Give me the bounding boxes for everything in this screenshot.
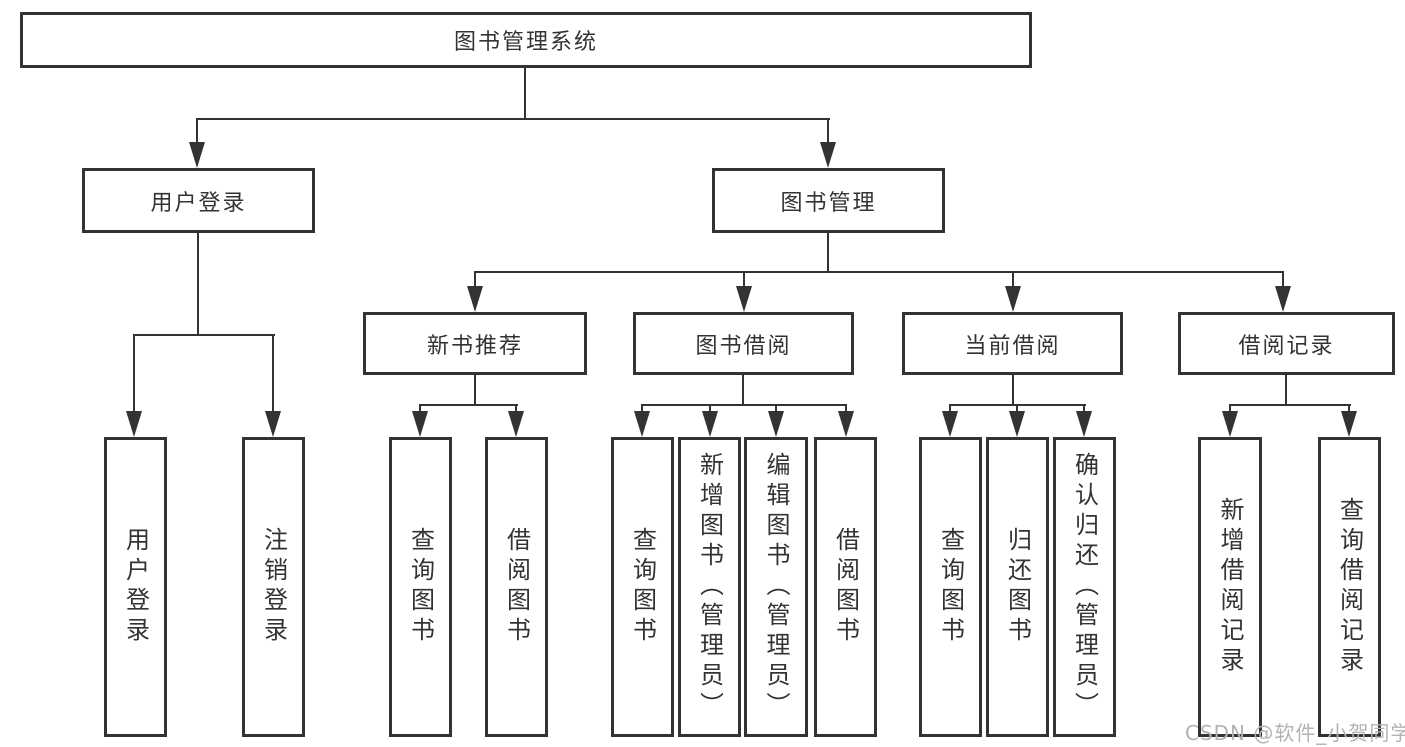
leaf-edit-books-admin-label: 编辑图书（管理员） xyxy=(762,452,790,722)
leaf-user-login-label: 用户登录 xyxy=(121,527,150,647)
node-current-borrow: 当前借阅 xyxy=(902,312,1123,375)
connector-mgmt-drop-3 xyxy=(1012,271,1014,289)
connector-root-drop-right xyxy=(827,118,829,146)
arrow-down-icon xyxy=(838,411,854,437)
arrow-down-icon xyxy=(1341,411,1357,437)
connector-borrow-stem xyxy=(742,375,744,406)
connector-login-drop-1 xyxy=(133,334,135,414)
arrow-down-icon xyxy=(942,411,958,437)
arrow-down-icon xyxy=(265,411,281,437)
connector-borrow-drop-4 xyxy=(845,404,847,416)
connector-login-stem xyxy=(197,233,199,336)
leaf-query-books-borrow-label: 查询图书 xyxy=(628,527,657,647)
connector-borrow-drop-3 xyxy=(775,404,777,416)
connector-recommend-drop-1 xyxy=(419,404,421,416)
leaf-user-login: 用户登录 xyxy=(104,437,167,737)
node-book-management: 图书管理 xyxy=(712,168,945,233)
connector-mgmt-drop-4 xyxy=(1282,271,1284,289)
connector-mgmt-stem xyxy=(827,233,829,273)
connector-borrow-drop-1 xyxy=(641,404,643,416)
leaf-borrow-books-recommend: 借阅图书 xyxy=(485,437,548,737)
arrow-down-icon xyxy=(1076,411,1092,437)
arrow-down-icon xyxy=(1009,411,1025,437)
connector-root-drop-left xyxy=(196,118,198,146)
connector-mgmt-rail xyxy=(474,271,1284,273)
leaf-add-borrow-record: 新增借阅记录 xyxy=(1198,437,1262,737)
leaf-query-books-recommend-label: 查询图书 xyxy=(406,527,435,647)
arrow-down-icon xyxy=(820,142,836,168)
node-borrow-records: 借阅记录 xyxy=(1178,312,1395,375)
leaf-add-borrow-record-label: 新增借阅记录 xyxy=(1216,497,1244,677)
connector-mgmt-drop-2 xyxy=(743,271,745,289)
leaf-add-books-admin-label: 新增图书（管理员） xyxy=(695,452,724,722)
leaf-borrow-books-recommend-label: 借阅图书 xyxy=(502,527,531,647)
arrow-down-icon xyxy=(1005,286,1021,312)
connector-mgmt-drop-1 xyxy=(474,271,476,289)
node-new-book-recommend: 新书推荐 xyxy=(363,312,587,375)
connector-records-drop-1 xyxy=(1229,404,1231,416)
leaf-query-books-borrow: 查询图书 xyxy=(611,437,674,737)
leaf-return-books: 归还图书 xyxy=(986,437,1049,737)
leaf-query-books-current: 查询图书 xyxy=(919,437,982,737)
connector-records-rail xyxy=(1229,404,1351,406)
leaf-return-books-label: 归还图书 xyxy=(1003,527,1032,647)
connector-current-drop-3 xyxy=(1083,404,1085,416)
arrow-down-icon xyxy=(1275,286,1291,312)
arrow-down-icon xyxy=(412,411,428,437)
connector-recommend-drop-2 xyxy=(515,404,517,416)
connector-login-drop-2 xyxy=(272,334,274,414)
connector-recommend-rail xyxy=(419,404,518,406)
connector-root-rail xyxy=(196,118,830,120)
arrow-down-icon xyxy=(702,411,718,437)
arrow-down-icon xyxy=(634,411,650,437)
connector-login-rail xyxy=(133,334,275,336)
connector-records-drop-2 xyxy=(1348,404,1350,416)
leaf-confirm-return-admin: 确认归还（管理员） xyxy=(1053,437,1116,737)
arrow-down-icon xyxy=(1222,411,1238,437)
leaf-edit-books-admin: 编辑图书（管理员） xyxy=(744,437,808,737)
node-book-borrow: 图书借阅 xyxy=(633,312,854,375)
connector-records-stem xyxy=(1285,375,1287,406)
arrow-down-icon xyxy=(189,142,205,168)
connector-borrow-drop-2 xyxy=(709,404,711,416)
leaf-add-books-admin: 新增图书（管理员） xyxy=(678,437,741,737)
connector-recommend-stem xyxy=(474,375,476,406)
leaf-query-books-current-label: 查询图书 xyxy=(936,527,965,647)
connector-root-stem xyxy=(524,68,526,119)
connector-borrow-rail xyxy=(641,404,847,406)
leaf-logout: 注销登录 xyxy=(242,437,305,737)
arrow-down-icon xyxy=(508,411,524,437)
leaf-borrow-books: 借阅图书 xyxy=(814,437,877,737)
arrow-down-icon xyxy=(467,286,483,312)
arrow-down-icon xyxy=(736,286,752,312)
arrow-down-icon xyxy=(126,411,142,437)
connector-current-drop-2 xyxy=(1016,404,1018,416)
leaf-query-borrow-record-label: 查询借阅记录 xyxy=(1335,497,1364,677)
node-user-login: 用户登录 xyxy=(82,168,315,233)
leaf-query-borrow-record: 查询借阅记录 xyxy=(1318,437,1381,737)
arrow-down-icon xyxy=(768,411,784,437)
watermark: CSDN @软件_小贺同学 xyxy=(1185,721,1405,745)
leaf-borrow-books-label: 借阅图书 xyxy=(831,527,860,647)
connector-current-drop-1 xyxy=(949,404,951,416)
leaf-confirm-return-admin-label: 确认归还（管理员） xyxy=(1070,452,1099,722)
connector-current-stem xyxy=(1012,375,1014,406)
leaf-query-books-recommend: 查询图书 xyxy=(389,437,452,737)
leaf-logout-label: 注销登录 xyxy=(259,527,288,647)
node-library-system: 图书管理系统 xyxy=(20,12,1032,68)
